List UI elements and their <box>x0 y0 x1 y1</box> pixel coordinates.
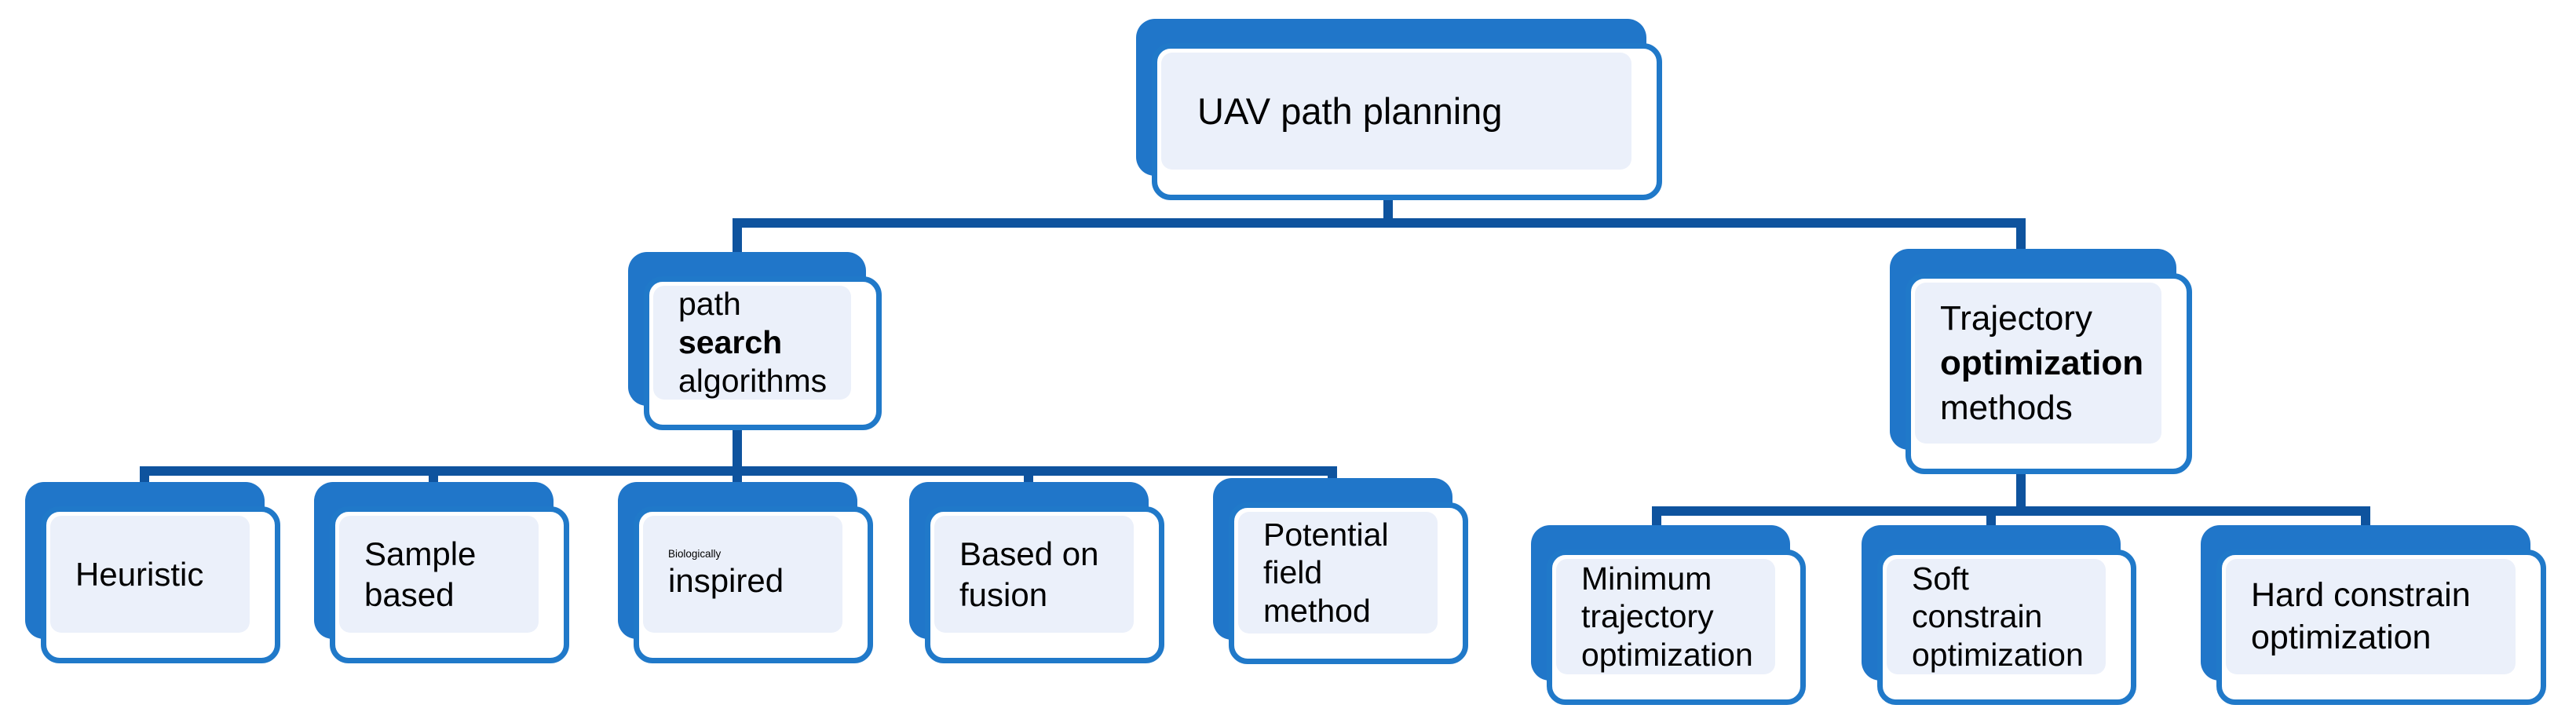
node-based-on-fusion: Based on fusion <box>909 482 1164 663</box>
node-label-line: Hard constrain <box>2251 575 2471 614</box>
node-label-line: Soft <box>1912 560 1969 597</box>
node-label-line: UAV path planning <box>1197 89 1503 132</box>
node-uav-path-planning: UAV path planning <box>1136 19 1662 200</box>
node-fill: path search algorithms <box>653 286 851 400</box>
node-minimum-trajectory-optimization: Minimum trajectory optimization <box>1531 525 1806 705</box>
node-heuristic: Heuristic <box>25 482 280 663</box>
node-fill: Trajectory optimization methods <box>1915 283 2161 444</box>
node-hard-constrain-optimization: Hard constrain optimization <box>2201 525 2546 705</box>
node-fill: Biologically inspired <box>643 516 842 633</box>
node-card: Minimum trajectory optimization <box>1547 550 1806 705</box>
node-label-line: Potential <box>1263 516 1389 553</box>
node-potential-field-method: Potential field method <box>1213 478 1468 664</box>
node-fill: Minimum trajectory optimization <box>1556 559 1775 674</box>
node-label-line: optimization <box>1940 343 2144 382</box>
node-card: Based on fusion <box>925 506 1164 663</box>
node-label-line: Heuristic <box>75 555 204 593</box>
node-label-line: field <box>1263 554 1323 591</box>
node-label-line: Biologically <box>668 547 722 560</box>
node-path-search-algorithms: path search algorithms <box>628 252 882 430</box>
node-label-line: based <box>364 575 455 613</box>
node-label-line: optimization <box>2251 618 2432 656</box>
node-card: Hard constrain optimization <box>2216 550 2546 705</box>
node-label-line: fusion <box>959 575 1048 613</box>
node-card: UAV path planning <box>1152 43 1662 200</box>
node-label-line: trajectory <box>1581 598 1714 635</box>
node-soft-constrain-optimization: Soft constrain optimization <box>1862 525 2136 705</box>
node-label-line: Sample <box>364 535 477 573</box>
node-label-line: methods <box>1940 389 2073 428</box>
node-label-line: algorithms <box>678 363 828 400</box>
node-fill: Hard constrain optimization <box>2226 559 2516 674</box>
node-card: Trajectory optimization methods <box>1906 273 2192 474</box>
node-label-line: Based on <box>959 535 1099 573</box>
node-card: Biologically inspired <box>634 506 873 663</box>
node-fill: Soft constrain optimization <box>1887 559 2106 674</box>
node-fill: Heuristic <box>50 516 250 633</box>
node-sample-based: Sample based <box>314 482 569 663</box>
node-label-line: Trajectory <box>1940 298 2092 338</box>
node-label-line: Minimum <box>1581 560 1712 597</box>
connector-path-search-to-children <box>140 424 1337 493</box>
node-fill: UAV path planning <box>1161 53 1631 170</box>
node-fill: Sample based <box>339 516 539 633</box>
node-label-line: path <box>678 285 741 322</box>
node-trajectory-optimization-methods: Trajectory optimization methods <box>1890 249 2192 474</box>
connector-trajectory-to-children <box>1652 469 2370 535</box>
node-card: Soft constrain optimization <box>1877 550 2136 705</box>
node-label-line: inspired <box>668 562 784 600</box>
node-card: Potential field method <box>1229 502 1468 664</box>
node-label-line: constrain <box>1912 598 2043 635</box>
node-label-line: optimization <box>1581 636 1753 673</box>
node-fill: Based on fusion <box>934 516 1134 633</box>
node-card: Heuristic <box>41 506 280 663</box>
node-label-line: optimization <box>1912 636 2084 673</box>
connector-root-to-level1 <box>733 188 2026 259</box>
node-card: Sample based <box>330 506 569 663</box>
node-biologically-inspired: Biologically inspired <box>618 482 873 663</box>
node-fill: Potential field method <box>1238 512 1438 634</box>
node-label-line: method <box>1263 592 1371 629</box>
node-label-line: search <box>678 323 783 360</box>
node-card: path search algorithms <box>644 276 882 430</box>
